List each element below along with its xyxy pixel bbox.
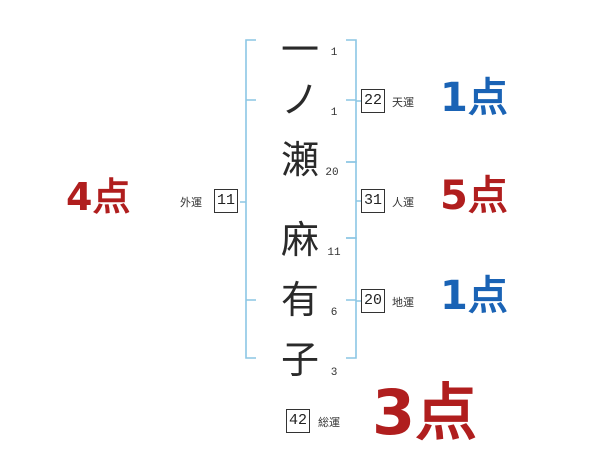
chikaku-label: 地運 xyxy=(392,296,414,309)
tenkaku-score: 1点 xyxy=(440,75,508,121)
soukaku-value-box: 42 xyxy=(286,409,310,433)
jinkaku-bracket xyxy=(346,161,362,239)
gaikaku-score: 4点 xyxy=(66,175,131,219)
jinkaku-score: 5点 xyxy=(440,173,508,219)
outer-bracket xyxy=(240,39,256,359)
tenkaku-value-box: 22 xyxy=(361,89,385,113)
chikaku-score: 1点 xyxy=(440,273,508,319)
name-char-6: 子 xyxy=(280,338,319,382)
tenkaku-bracket xyxy=(346,39,362,163)
jinkaku-value-box: 31 xyxy=(361,189,385,213)
name-char-5: 有 xyxy=(280,278,319,322)
soukaku-score: 3点 xyxy=(372,376,478,449)
stroke-count-3: 20 xyxy=(325,167,339,179)
name-char-3: 瀬 xyxy=(280,138,319,182)
tenkaku-label: 天運 xyxy=(392,96,414,109)
stroke-count-2: 1 xyxy=(330,107,338,119)
stroke-count-6: 3 xyxy=(330,367,338,379)
gaikaku-label: 外運 xyxy=(180,196,202,209)
stroke-count-5: 6 xyxy=(330,307,338,319)
soukaku-label: 総運 xyxy=(318,416,340,429)
name-char-1: 一 xyxy=(280,28,319,72)
gaikaku-value-box: 11 xyxy=(214,189,238,213)
name-char-4: 麻 xyxy=(280,218,319,262)
jinkaku-label: 人運 xyxy=(392,196,414,209)
name-char-2: ノ xyxy=(280,78,319,122)
chikaku-bracket xyxy=(346,237,362,359)
stroke-count-4: 11 xyxy=(327,247,341,259)
stroke-count-1: 1 xyxy=(330,47,338,59)
chikaku-value-box: 20 xyxy=(361,289,385,313)
